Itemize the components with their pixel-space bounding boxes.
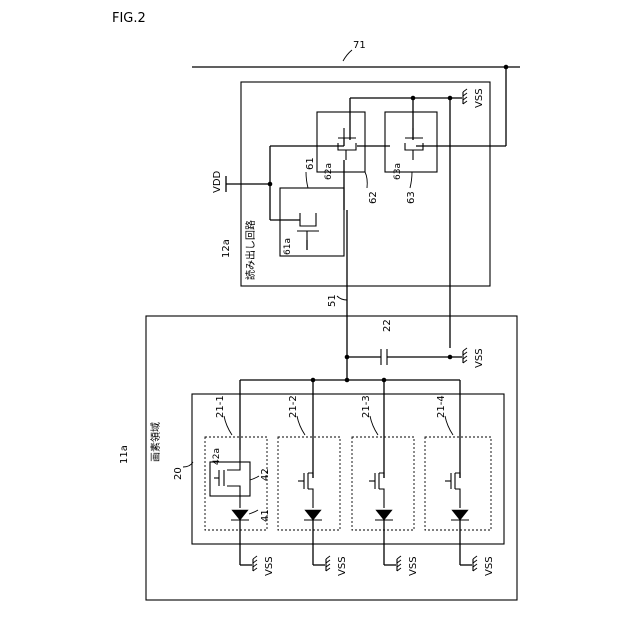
pixel-21-4: 21-4 bbox=[425, 395, 491, 565]
transistor-63: 63 63a bbox=[385, 112, 437, 204]
t61-gate: 61a bbox=[283, 238, 293, 255]
vss-ground-4: VSS bbox=[460, 556, 495, 576]
vss-readout: VSS bbox=[450, 88, 485, 108]
pixel-ref-4: 21-4 bbox=[436, 395, 447, 418]
capacitor-label: 22 bbox=[382, 319, 393, 332]
pixel-21-2: 21-2 bbox=[278, 395, 340, 565]
pixel1-transistor: 42 bbox=[260, 468, 271, 481]
vss-label-cap: VSS bbox=[474, 348, 485, 368]
t63-ref: 63 bbox=[406, 191, 417, 204]
capacitor-22: 22 VSS bbox=[345, 319, 485, 368]
figure-title: FIG.2 bbox=[112, 11, 146, 26]
bus-label: 71 bbox=[353, 40, 366, 51]
pixel-21-1: 21-1 42a 42 41 bbox=[205, 395, 271, 565]
t61-ref: 61 bbox=[305, 157, 316, 170]
pixel-block: 11a 画素領域 22 VSS bbox=[119, 316, 517, 600]
t62-ref: 62 bbox=[368, 191, 379, 204]
pixel-21-3: 21-3 bbox=[352, 395, 414, 565]
readout-name: 読み出し回路 bbox=[244, 220, 257, 280]
t62-gate: 62a bbox=[324, 163, 334, 180]
vss-label-2: VSS bbox=[337, 556, 348, 576]
pixel-ref-3: 21-3 bbox=[361, 395, 372, 418]
vss-label-4: VSS bbox=[484, 556, 495, 576]
vss-ground-2: VSS bbox=[313, 556, 348, 576]
readout-circuit: 12a 読み出し回路 VDD bbox=[212, 82, 506, 348]
pixel-area-ref: 20 bbox=[173, 467, 184, 480]
vss-label-1: VSS bbox=[264, 556, 275, 576]
vss-label-3: VSS bbox=[408, 556, 419, 576]
vdd-supply: VDD bbox=[212, 170, 272, 193]
vdd-label: VDD bbox=[212, 170, 223, 193]
vss-ground-1: VSS bbox=[240, 556, 275, 576]
pixel-ref-2: 21-2 bbox=[288, 395, 299, 418]
pixel-block-ref: 11a bbox=[119, 445, 130, 464]
vss-label-readout: VSS bbox=[474, 88, 485, 108]
t63-gate: 63a bbox=[393, 163, 403, 180]
column-bus bbox=[240, 378, 460, 478]
signal-line-label: 51 bbox=[327, 294, 338, 307]
pixel1-gate: 42a bbox=[212, 448, 222, 465]
pixel-block-name: 画素領域 bbox=[149, 422, 162, 462]
vss-ground-3: VSS bbox=[384, 556, 419, 576]
readout-wiring bbox=[270, 96, 506, 348]
transistor-62: 62 62a bbox=[317, 112, 379, 204]
pixel1-diode: 41 bbox=[260, 509, 271, 522]
pixel-ref-1: 21-1 bbox=[215, 395, 226, 418]
readout-ref: 12a bbox=[221, 239, 232, 258]
